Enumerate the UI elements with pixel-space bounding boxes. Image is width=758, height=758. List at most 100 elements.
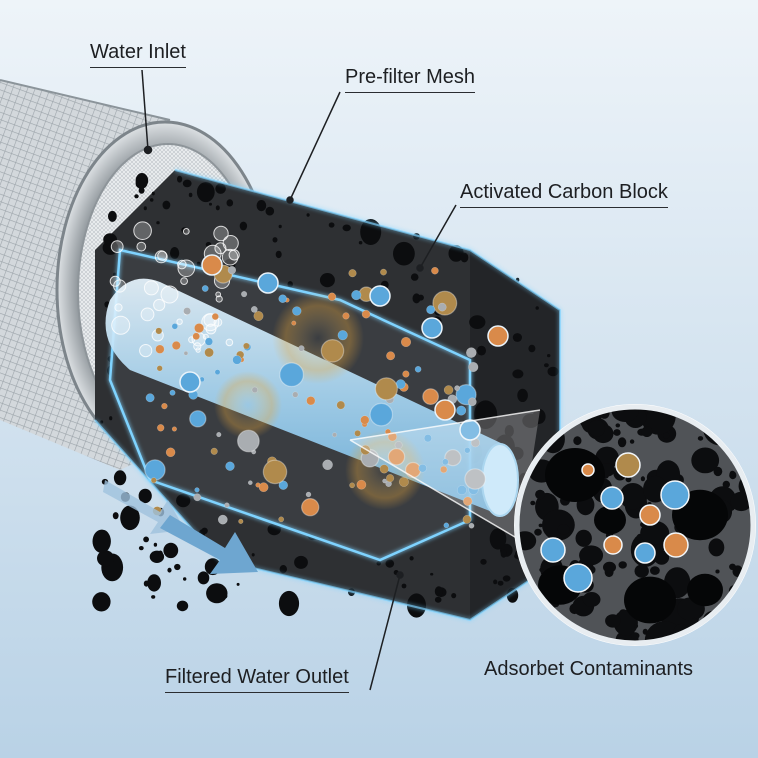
particle [360, 415, 370, 425]
lens-pore [603, 561, 616, 573]
pore [256, 200, 267, 212]
particle [306, 396, 316, 406]
pore [153, 542, 158, 547]
pore [162, 200, 171, 210]
particle [204, 337, 213, 346]
particle [398, 476, 409, 487]
particle [464, 468, 486, 490]
particle [441, 458, 449, 466]
bubble [140, 307, 155, 322]
bubble [214, 242, 227, 255]
pore [197, 571, 210, 585]
pore [100, 420, 104, 424]
pore [328, 222, 335, 228]
bubble [205, 323, 217, 335]
particle [422, 388, 440, 406]
pore [204, 575, 209, 580]
lens-pore [542, 509, 575, 541]
lens-contaminant [600, 486, 624, 510]
particle [258, 482, 269, 493]
particle [238, 518, 244, 524]
pore [430, 572, 434, 576]
particle [418, 463, 427, 473]
particle [382, 478, 387, 484]
particle [426, 305, 436, 315]
particle [354, 429, 361, 437]
particle [225, 461, 235, 471]
pore [517, 388, 528, 402]
particle [171, 426, 177, 432]
particle [443, 522, 450, 529]
lens-pore [538, 523, 543, 528]
lens-pore [691, 617, 698, 624]
particle [423, 434, 432, 443]
pore [97, 550, 114, 567]
bubble [215, 295, 223, 303]
lens-pore [619, 483, 646, 510]
pore [135, 178, 148, 189]
particle [349, 482, 355, 489]
particle [402, 370, 410, 378]
bubble [228, 249, 240, 261]
pore [158, 550, 163, 557]
pore [460, 252, 469, 263]
particle [292, 306, 302, 316]
bubble [180, 277, 189, 286]
pore [434, 596, 442, 603]
pore [156, 221, 160, 225]
pore [409, 556, 414, 561]
lens-contaminant [563, 563, 593, 593]
particle [156, 365, 163, 372]
pore [109, 416, 113, 421]
particle [169, 389, 176, 396]
particle [440, 465, 448, 474]
particle [356, 479, 367, 490]
particle [431, 266, 439, 275]
particle [369, 402, 394, 427]
particle [145, 393, 155, 403]
particle [211, 313, 219, 321]
bubble [160, 285, 179, 304]
large-particle [179, 371, 201, 393]
particle [262, 459, 288, 485]
large-particle [369, 285, 391, 307]
bubble [213, 225, 229, 242]
lens-pore [691, 447, 720, 474]
water-bubbles [109, 221, 240, 358]
pore [469, 315, 486, 329]
pore [138, 187, 145, 194]
pore [278, 590, 300, 617]
pore [134, 194, 139, 199]
lens-pore [605, 614, 621, 628]
lens-pore [575, 529, 592, 547]
particle [400, 336, 412, 348]
pore [407, 593, 426, 618]
lens-pore [729, 471, 737, 480]
pore [176, 494, 191, 508]
lens-pore [713, 466, 723, 477]
pore [410, 273, 419, 281]
bubble [225, 338, 234, 347]
pore [514, 337, 519, 340]
pore [226, 199, 234, 207]
lens-pore [650, 566, 660, 575]
pore [143, 536, 150, 543]
pore [236, 582, 240, 586]
pore [506, 588, 519, 603]
pore [504, 425, 514, 437]
particle [337, 330, 348, 341]
pore [528, 344, 536, 353]
lens-pore [579, 545, 604, 566]
lens-pore [697, 436, 704, 441]
pore [502, 575, 511, 582]
pore [201, 527, 208, 534]
pore [149, 198, 154, 202]
particle [332, 432, 338, 438]
pore [163, 542, 179, 559]
particle [236, 429, 260, 453]
lens-pore [640, 476, 646, 482]
pore [147, 574, 162, 592]
lens-pore [617, 437, 627, 448]
pore [113, 470, 127, 486]
